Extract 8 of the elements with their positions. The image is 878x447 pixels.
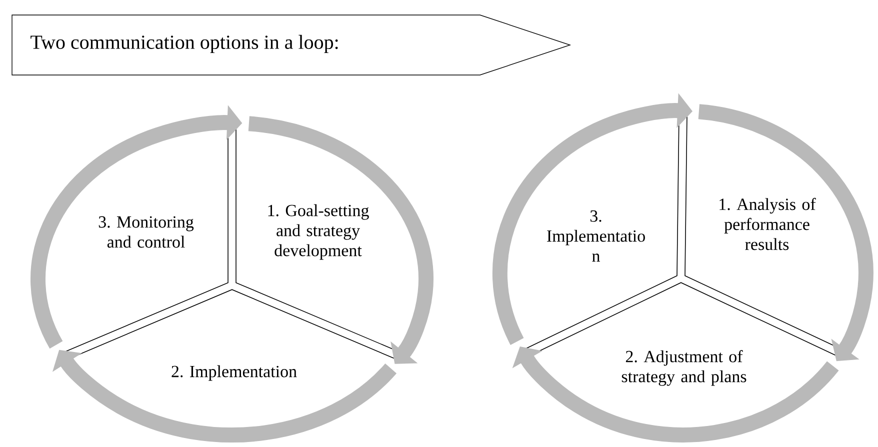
cycle-sector: 1. Goal-setting and strategy development [236,126,399,352]
cycle-sector: 1. Analysis of performance results [684,114,840,349]
cycle-sector: 3. Monitoring and control [65,126,228,352]
cycle-sector: 3. Implementatio n [526,114,680,349]
curved-arrow [248,116,434,364]
curved-arrow [512,346,838,442]
curved-arrow [698,104,874,362]
title-callout: Two communication options in a loop: [12,14,572,76]
